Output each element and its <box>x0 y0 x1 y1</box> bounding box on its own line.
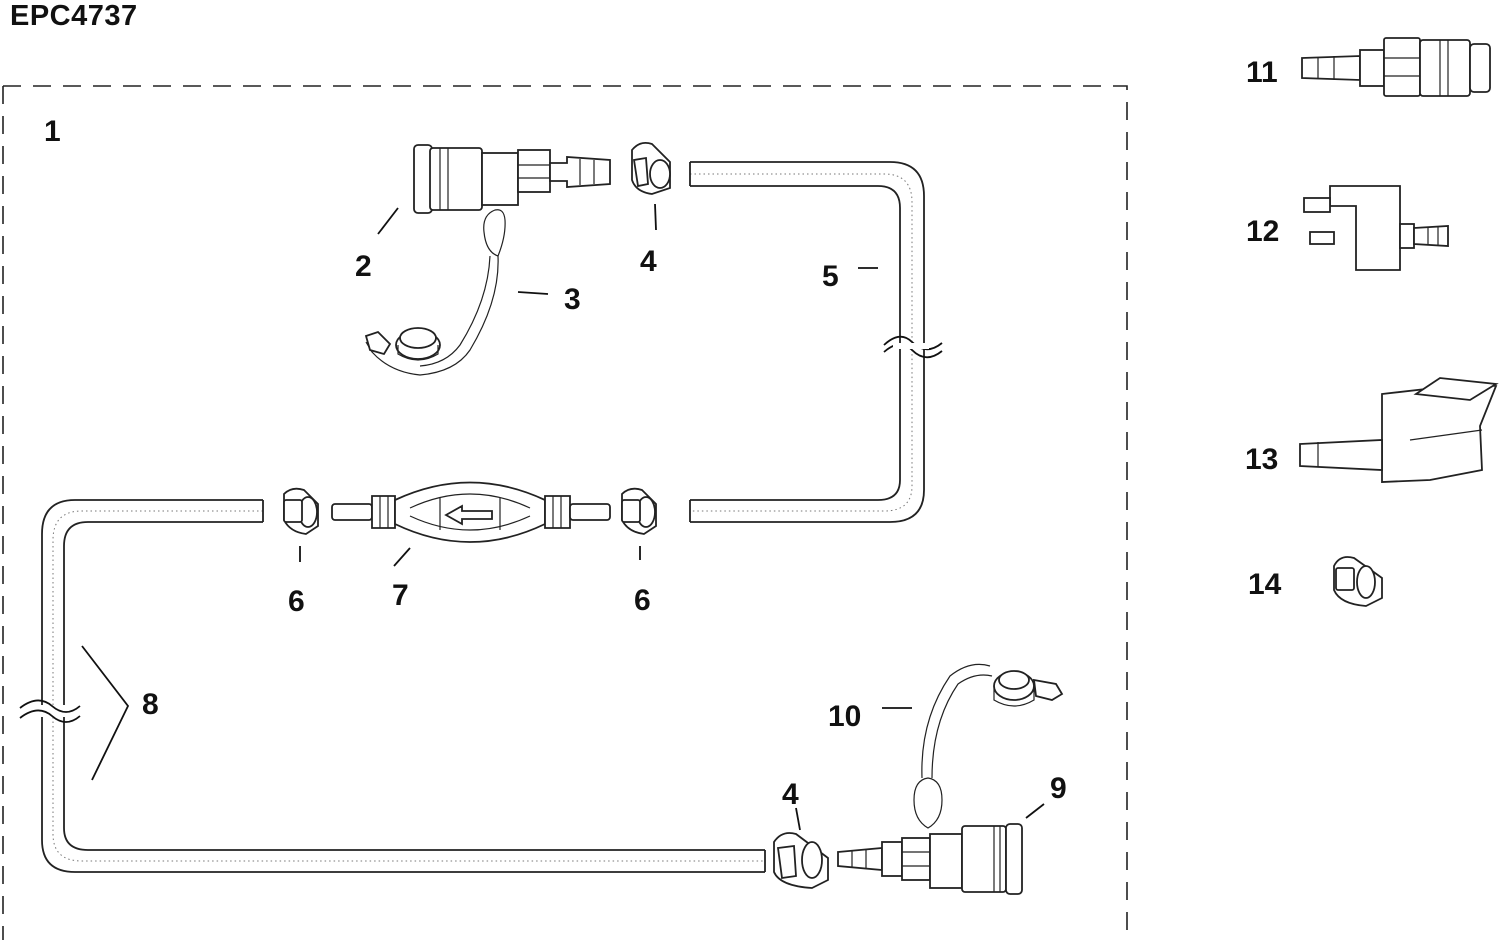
fuel-connector-9 <box>837 823 1023 895</box>
callout-8: 8 <box>142 688 159 721</box>
leader-4-top <box>654 203 657 231</box>
leader-3 <box>517 291 549 295</box>
fuel-connector-11 <box>1301 37 1491 97</box>
callout-2: 2 <box>355 250 372 283</box>
hose-clamp-4-bottom <box>773 832 829 889</box>
fuel-connector-12 <box>1303 185 1449 271</box>
leader-2 <box>377 207 399 235</box>
document-id: EPC4737 <box>10 0 138 32</box>
callout-4-bottom: 4 <box>782 778 799 811</box>
hose-clamp-6-left <box>283 487 319 535</box>
leader-4-bottom <box>795 807 801 831</box>
leader-9 <box>1025 803 1045 819</box>
fuel-connector-2 <box>413 144 611 214</box>
hose-clamp-4-top <box>631 141 671 195</box>
callout-7: 7 <box>392 579 409 612</box>
callout-kit: 1 <box>44 115 61 148</box>
hose-clamp-14 <box>1333 556 1383 607</box>
leader-7 <box>393 547 411 567</box>
fuel-hose-8 <box>19 499 766 873</box>
primer-bulb-7 <box>331 481 611 543</box>
callout-14: 14 <box>1248 568 1282 601</box>
callout-9: 9 <box>1050 772 1067 805</box>
callout-4-top: 4 <box>640 245 657 278</box>
callout-12: 12 <box>1246 215 1279 248</box>
dust-cap-10 <box>913 663 1064 829</box>
callout-6-left: 6 <box>288 585 305 618</box>
dust-cap-3 <box>364 209 506 376</box>
callout-6-right: 6 <box>634 584 651 617</box>
fuel-hose-5 <box>689 161 943 523</box>
callout-5: 5 <box>822 260 839 293</box>
callout-11: 11 <box>1246 56 1278 89</box>
callout-13: 13 <box>1245 443 1278 476</box>
fuel-connector-13 <box>1299 377 1499 483</box>
leader-8 <box>81 645 130 781</box>
kit-boundary <box>3 85 1128 940</box>
callout-10: 10 <box>828 700 861 733</box>
callout-3: 3 <box>564 283 581 316</box>
hose-clamp-6-right <box>621 487 657 535</box>
